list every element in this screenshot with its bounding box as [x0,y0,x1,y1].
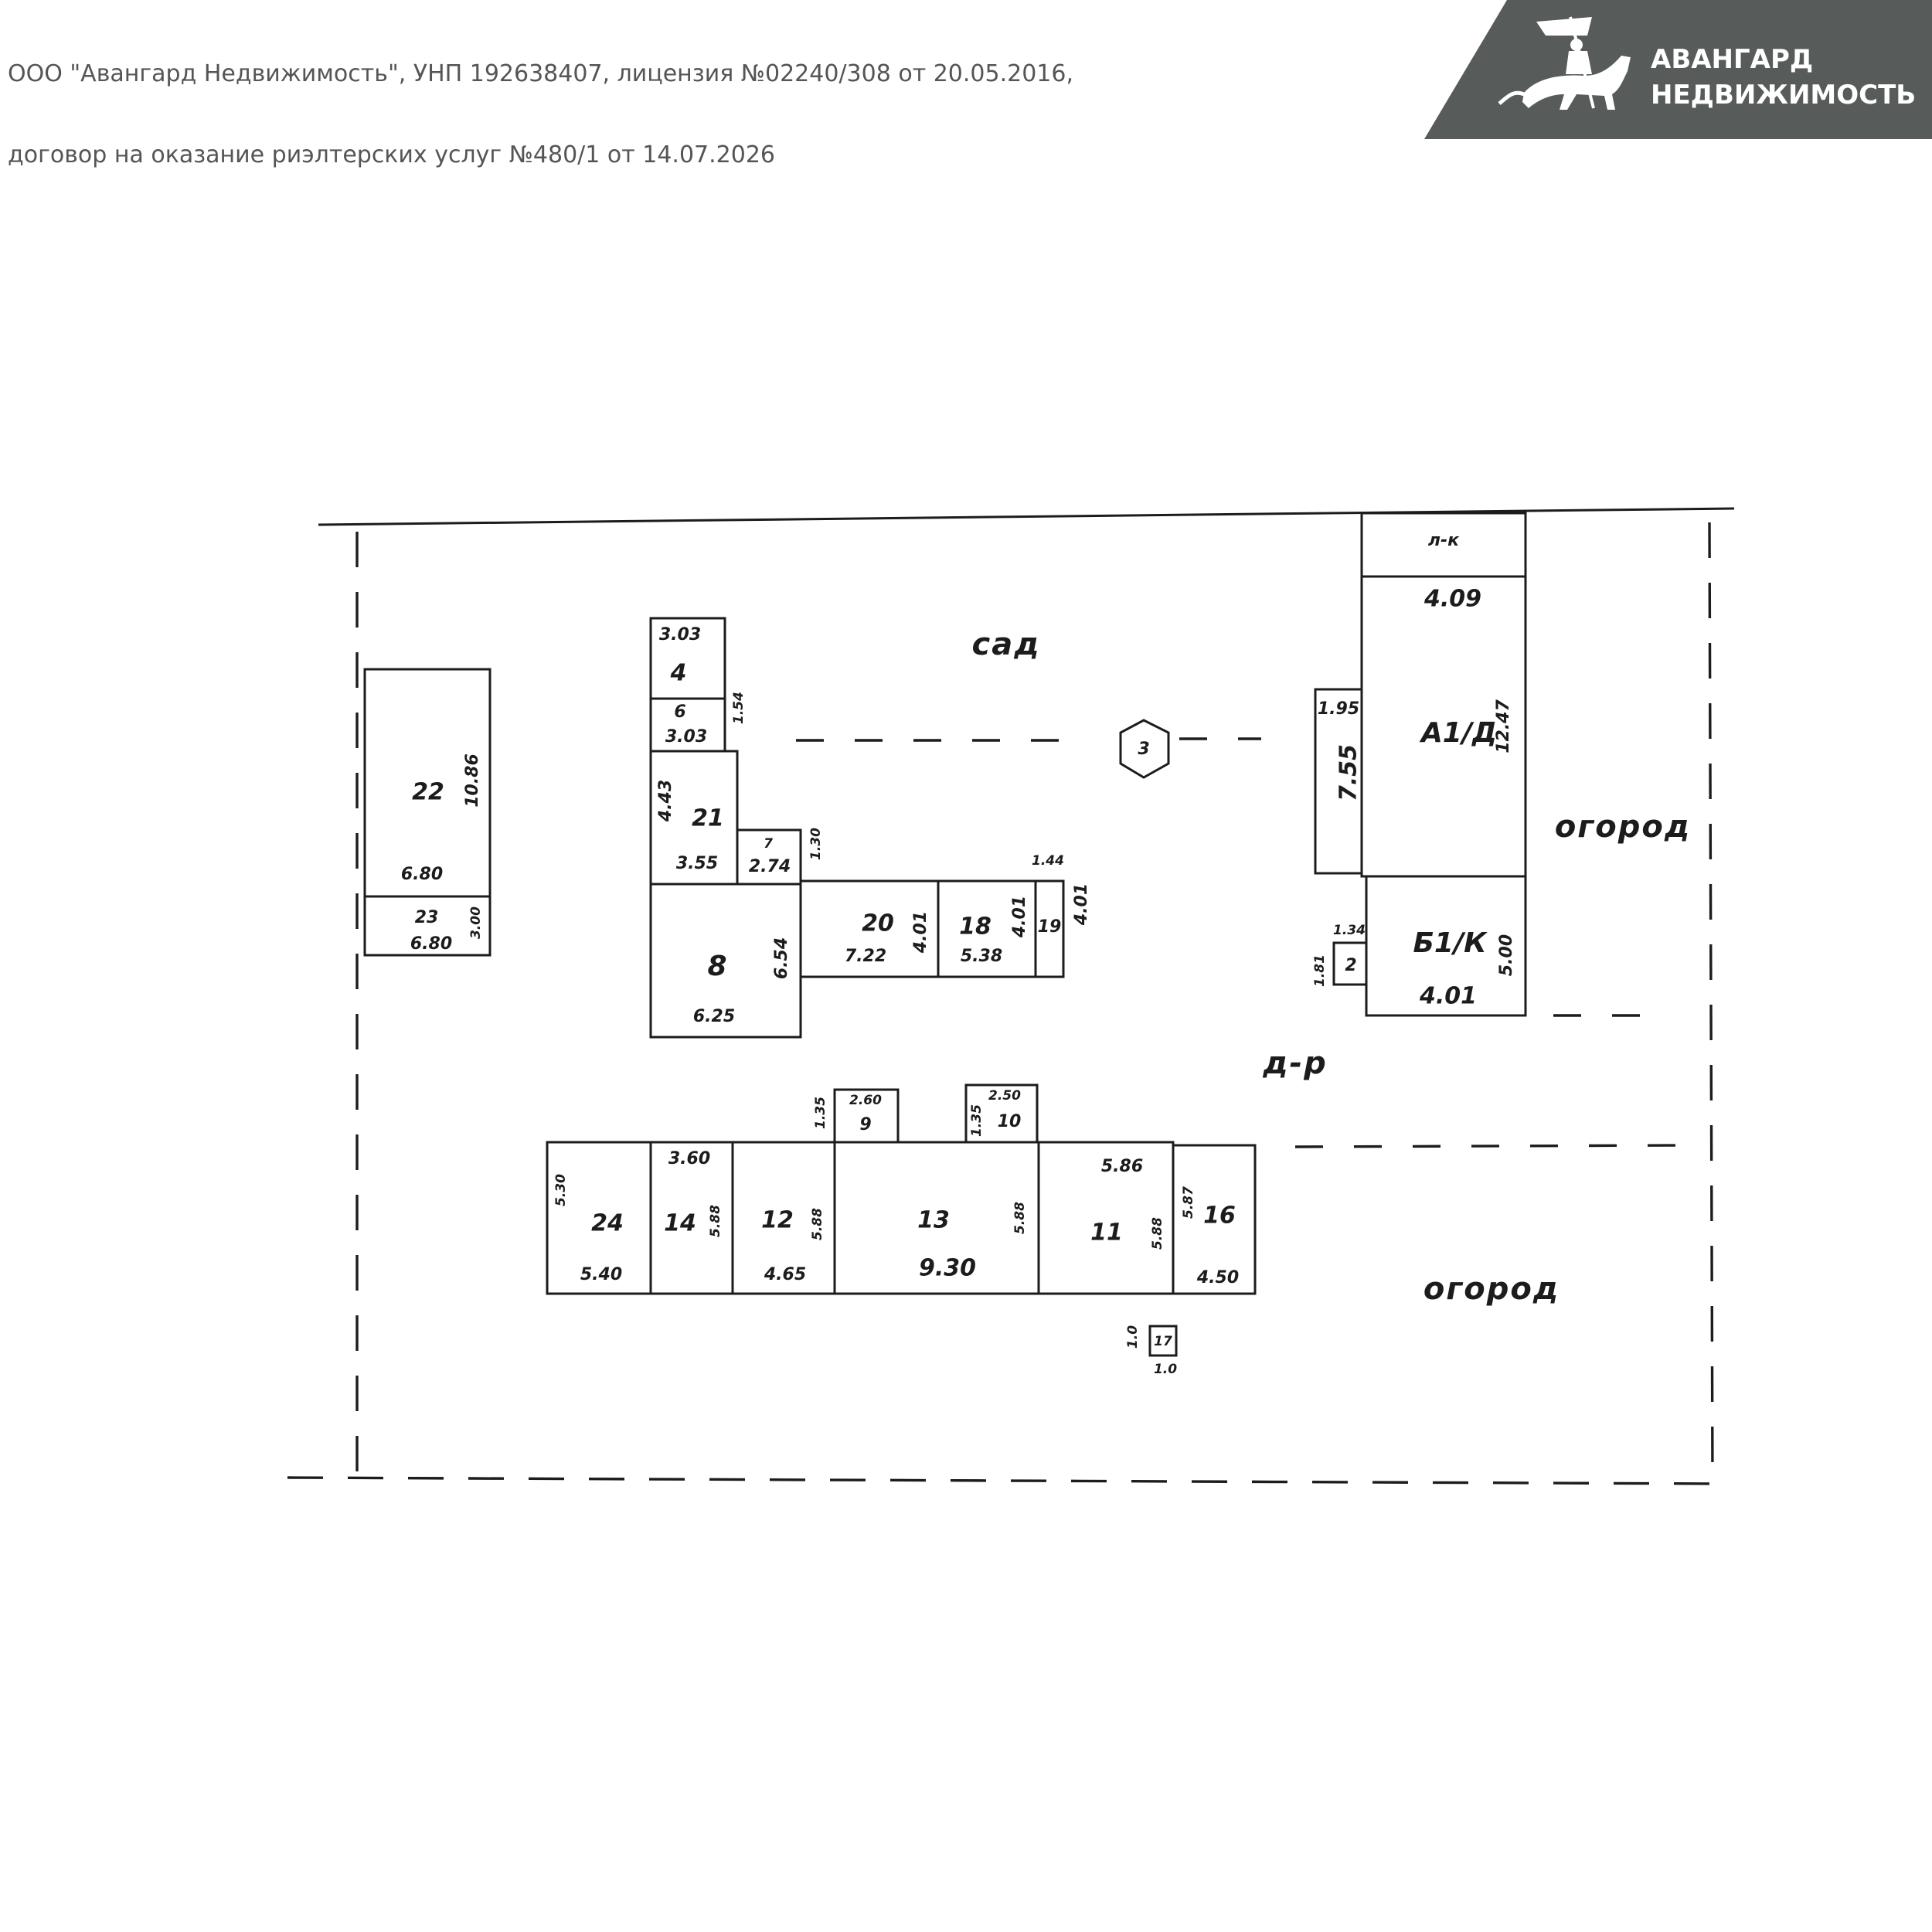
south-boundary [287,1476,1723,1485]
dim-20-h: 4.01 [911,911,930,954]
dim-6-w: 3.03 [665,727,707,747]
south-divider [1294,1144,1689,1148]
dim-10-h: 1.35 [969,1104,985,1137]
dim-9-w: 2.60 [849,1093,882,1108]
license-header: ООО "Авангард Недвижимость", УНП 1926384… [8,6,1073,196]
room-label-16: 16 [1203,1202,1236,1230]
east-boundary [1708,522,1714,1485]
dim-9-h: 1.35 [813,1097,828,1129]
dim-small-h: 1.30 [808,828,824,860]
dim-b-w: 4.01 [1419,983,1477,1010]
dim-13-w: 9.30 [919,1255,976,1282]
well-label: 3 [1138,740,1149,759]
dim-19-h: 4.01 [1072,883,1091,926]
dim-2-h: 1.81 [1312,954,1328,987]
dim-22-w: 6.80 [401,865,443,884]
room-label-a: А1/Д [1419,717,1497,749]
dim-small-w: 2.74 [749,857,791,876]
horseman-icon [1498,16,1631,110]
dim-2-w: 1.34 [1333,923,1366,938]
dim-23-w: 6.80 [410,934,452,954]
room-label-12: 12 [761,1207,794,1234]
dim-17-w: 1.0 [1154,1362,1177,1377]
dim-14-w: 3.60 [668,1149,710,1168]
room-label-22: 22 [412,779,444,806]
room-label-4: 4 [670,660,687,687]
dim-19-top: 1.44 [1032,853,1064,869]
dim-11-h: 5.88 [1150,1217,1165,1250]
dim-12-h: 5.88 [810,1208,825,1240]
room-label-11: 11 [1090,1219,1123,1247]
room-label-17: 17 [1154,1334,1172,1349]
dim-14-h: 5.88 [708,1205,723,1237]
dim-22-h: 10.86 [463,753,482,808]
license-line-2: договор на оказание риэлтерских услуг №4… [8,141,776,168]
room-label-14: 14 [664,1210,696,1237]
dim-12-w: 4.65 [764,1265,806,1284]
building-central: 3.03 4 1.54 6 3.03 21 4.43 3.55 7 2.74 1… [649,617,1091,1039]
license-line-1: ООО "Авангард Недвижимость", УНП 1926384… [8,60,1074,87]
room-label-13: 13 [917,1207,950,1234]
room-label-20: 20 [862,910,894,937]
dim-8-h: 6.54 [772,937,791,979]
building-main-house: л-к 4.09 А1/Д 12.47 1.95 7.55 Б1/К 4.01 … [1312,512,1527,1017]
logo-line-2: НЕДВИЖИМОСТЬ [1651,80,1916,111]
dim-11-w: 5.86 [1101,1157,1143,1176]
room-label-24: 24 [591,1210,624,1237]
dim-21-w: 3.55 [676,854,718,873]
room-label-19: 19 [1038,917,1062,937]
building-south: 24 5.40 5.30 14 3.60 5.88 12 4.65 5.88 9… [546,1083,1257,1377]
dim-4-top: 3.03 [659,625,701,645]
room-label-9: 9 [859,1115,871,1134]
logo-line-1: АВАНГАРД [1651,44,1813,75]
dim-16-h: 5.87 [1181,1186,1196,1219]
dim-4-side: 1.54 [731,692,747,724]
dim-17-h: 1.0 [1125,1325,1141,1349]
building-22: 22 6.80 10.86 23 6.80 3.00 [363,668,492,957]
area-yard: д-р [1262,1046,1328,1081]
room-label-18: 18 [959,913,992,940]
room-label-small: 7 [764,836,773,852]
dim-18-w: 5.38 [961,947,1002,966]
dim-24-w: 5.40 [580,1265,622,1284]
room-label-2: 2 [1345,956,1356,975]
dim-13-h: 5.88 [1012,1202,1028,1234]
well-symbol: 3 [1119,719,1170,779]
area-garden: сад [971,627,1040,662]
room-label-6: 6 [674,702,685,722]
dim-a-h: 12.47 [1494,699,1513,753]
area-vegetable-garden-east: огород [1555,809,1691,845]
dim-b-h: 5.00 [1497,934,1516,976]
dim-18-h: 4.01 [1010,896,1029,938]
dim-23-h: 3.00 [468,906,484,939]
room-label-b: Б1/К [1413,927,1488,959]
room-label-10: 10 [998,1112,1022,1131]
corner-label: л-к [1428,531,1460,550]
dim-20-w: 7.22 [845,947,886,966]
dim-annex-top: 1.95 [1318,699,1359,719]
dim-a-top: 4.09 [1423,586,1481,613]
dim-annex-h: 7.55 [1335,744,1362,801]
dim-16-w: 4.50 [1196,1268,1239,1287]
dim-21-h: 4.43 [656,780,675,822]
room-label-8: 8 [707,951,726,982]
dim-24-h: 5.30 [553,1174,569,1206]
area-vegetable-garden-south: огород [1423,1271,1560,1307]
dim-10-w: 2.50 [988,1088,1021,1104]
dim-8-w: 6.25 [693,1007,735,1026]
north-boundary [318,507,1735,526]
room-label-23: 23 [415,908,439,927]
room-label-21: 21 [692,805,724,832]
